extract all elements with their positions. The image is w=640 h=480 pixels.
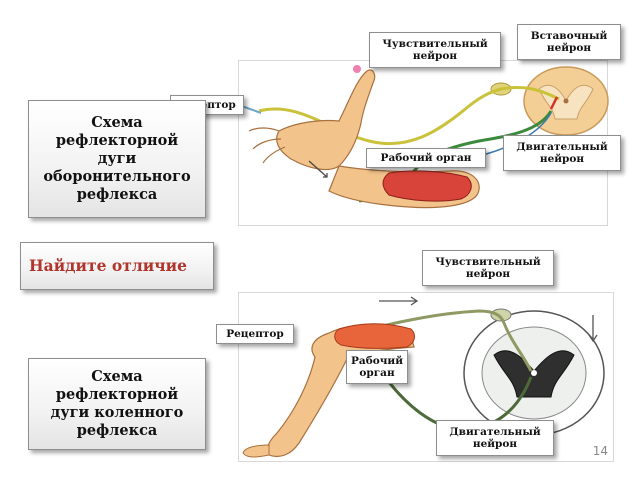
withdrawal-reflex-title: Схема рефлекторной дуги оборонительного … (28, 100, 206, 218)
withdrawal-reflex-title-text: Схема рефлекторной дуги оборонительного … (43, 114, 191, 203)
muscle-top (382, 170, 472, 202)
sensory-neuron-label-top-text: Чувствительный нейрон (382, 38, 488, 62)
muscle-bottom (334, 323, 415, 349)
knee-reflex-drawing (242, 296, 605, 458)
find-difference-prompt: Найдите отличие (20, 242, 214, 290)
knee-reflex-illustration (238, 292, 614, 462)
receptor-label-bottom-text: Рецептор (226, 328, 284, 340)
knee-reflex-title: Схема рефлекторной дуги коленного рефлек… (28, 358, 206, 450)
motor-neuron-label-bottom-text: Двигательный нейрон (449, 426, 541, 450)
motor-neuron-label-top: Двигательный нейрон (503, 135, 621, 171)
motor-neuron-label-top-text: Двигательный нейрон (516, 141, 608, 165)
withdrawal-reflex-drawing (239, 65, 609, 209)
leg (242, 324, 415, 458)
motor-neuron-label-bottom: Двигательный нейрон (436, 420, 554, 456)
sensory-neuron-label-top: Чувствительный нейрон (369, 32, 501, 68)
interneuron-label: Вставочный нейрон (517, 24, 621, 60)
dorsal-ganglion-bottom (490, 308, 512, 322)
sensory-neuron-label-bottom: Чувствительный нейрон (422, 250, 554, 286)
stimulus-spot (353, 65, 361, 73)
knee-reflex-title-text: Схема рефлекторной дуги коленного рефлек… (50, 368, 184, 439)
effector-label-bottom-text: Рабочий орган (351, 355, 403, 379)
page-number: 14 (592, 444, 608, 458)
spinal-cord-bottom (463, 310, 605, 436)
sensory-nerve-bottom (348, 309, 533, 372)
interneuron-path (549, 96, 559, 110)
effector-label-top: Рабочий орган (366, 148, 486, 168)
effector-label-bottom: Рабочий орган (346, 350, 408, 384)
receptor-label-bottom: Рецептор (216, 324, 294, 344)
find-difference-text: Найдите отличие (29, 256, 187, 275)
effector-label-top-text: Рабочий орган (380, 152, 472, 164)
sensory-neuron-label-bottom-text: Чувствительный нейрон (435, 256, 541, 280)
interneuron-label-text: Вставочный нейрон (530, 30, 608, 54)
